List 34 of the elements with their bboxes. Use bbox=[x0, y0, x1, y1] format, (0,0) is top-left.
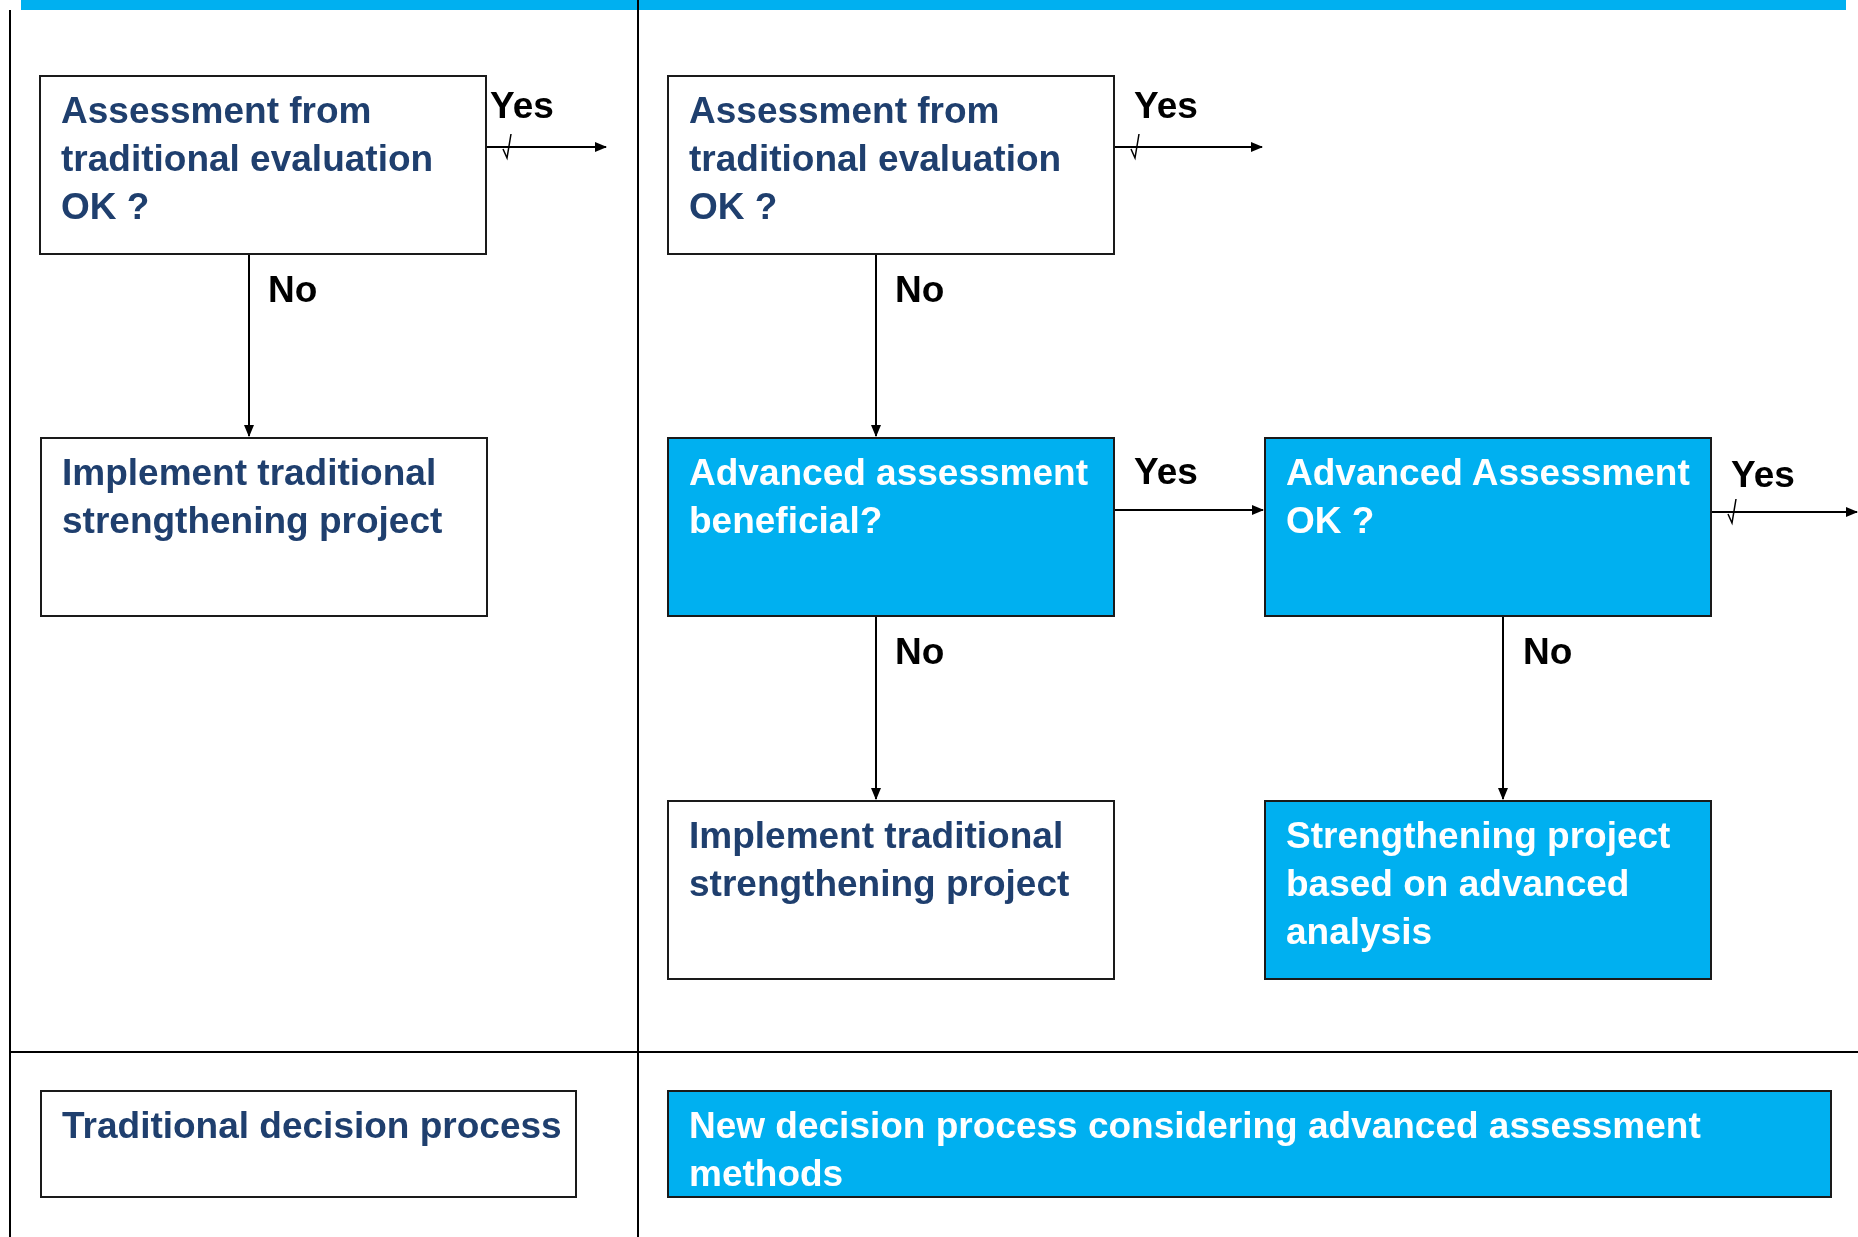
filled-process-box bbox=[667, 1090, 1832, 1198]
process-box bbox=[667, 75, 1115, 255]
edge-label: No bbox=[895, 270, 945, 310]
arrow bbox=[1114, 505, 1264, 515]
arrow bbox=[871, 616, 881, 800]
edge-label: Yes bbox=[1731, 455, 1795, 495]
box-text: Assessment from traditional evaluation OK ? bbox=[61, 89, 435, 229]
process-box bbox=[40, 437, 488, 617]
box-text: Strengthening project based on advanced analysis bbox=[1286, 814, 1672, 954]
edge-label: No bbox=[895, 632, 945, 672]
arrow bbox=[1498, 616, 1508, 800]
box-text: Implement traditional strengthening project bbox=[62, 451, 444, 543]
edge-label: Yes bbox=[1134, 452, 1198, 492]
process-box bbox=[39, 75, 487, 255]
box-text: Implement traditional strengthening project bbox=[689, 814, 1071, 906]
arrow bbox=[871, 254, 881, 437]
process-box bbox=[667, 800, 1115, 980]
edge-label: Yes bbox=[490, 86, 554, 126]
edge-label: No bbox=[1523, 632, 1573, 672]
process-box bbox=[40, 1090, 577, 1198]
edge-label: Yes bbox=[1134, 86, 1198, 126]
arrow bbox=[244, 254, 254, 437]
filled-process-box bbox=[1264, 800, 1712, 980]
filled-process-box bbox=[667, 437, 1115, 617]
filled-process-box bbox=[1264, 437, 1712, 617]
arrow bbox=[1711, 507, 1858, 517]
box-text: Advanced Assessment OK ? bbox=[1286, 451, 1691, 543]
arrow bbox=[486, 142, 607, 152]
box-text: Traditional decision process bbox=[62, 1104, 563, 1148]
arrow bbox=[1114, 142, 1263, 152]
box-text: New decision process considering advanced assessment methods bbox=[689, 1104, 1702, 1196]
box-text: Assessment from traditional evaluation OK ? bbox=[689, 89, 1063, 229]
box-text: Advanced assessment beneficial? bbox=[689, 451, 1089, 543]
edge-label: No bbox=[268, 270, 318, 310]
